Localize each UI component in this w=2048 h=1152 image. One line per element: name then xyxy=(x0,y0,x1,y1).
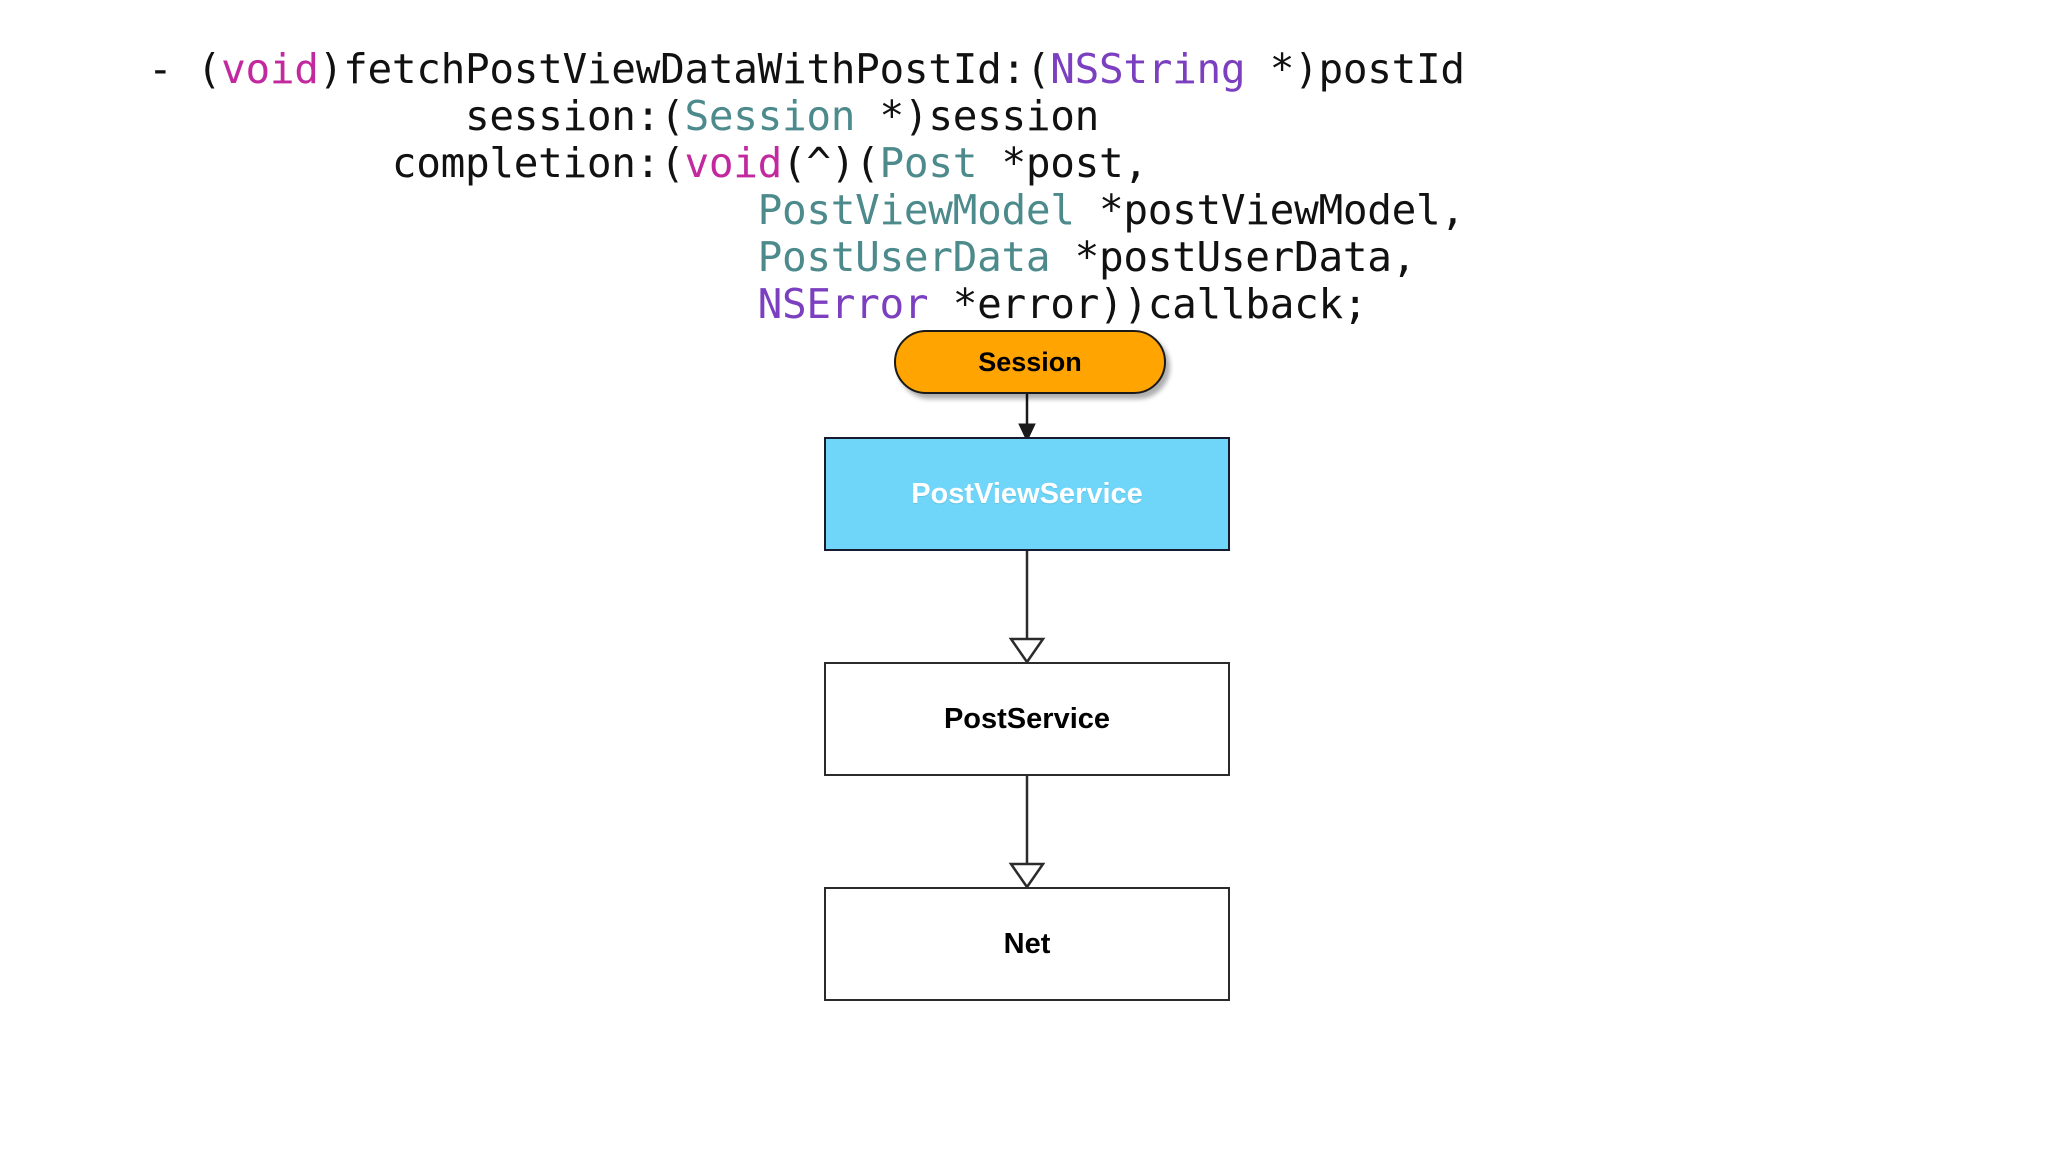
code-token-plain: *post, xyxy=(977,139,1148,187)
code-token-plain: - ( xyxy=(148,45,222,93)
code-token-framework: NSString xyxy=(1050,45,1246,93)
node-postservice[interactable]: PostService xyxy=(824,662,1230,776)
code-token-plain: *postViewModel, xyxy=(1074,186,1465,234)
node-net-label: Net xyxy=(1003,927,1051,960)
node-postviewservice[interactable]: PostViewService xyxy=(824,437,1230,551)
code-token-plain: session:( xyxy=(465,92,685,140)
code-line: session:(Session *)session xyxy=(148,93,1465,140)
node-postservice-label: PostService xyxy=(943,702,1111,735)
edge-postviewservice-to-postservice xyxy=(1008,551,1046,665)
code-token-plain: *error))callback; xyxy=(928,280,1368,328)
code-line: completion:(void(^)(Post *post, xyxy=(148,140,1465,187)
code-token-keyword: void xyxy=(221,45,319,93)
code-token-plain: *)postId xyxy=(1245,45,1465,93)
code-token-framework: NSError xyxy=(757,280,929,328)
code-token-plain: )fetchPostViewDataWithPostId:( xyxy=(318,45,1051,93)
code-token-class: Session xyxy=(684,92,856,140)
node-postviewservice-label: PostViewService xyxy=(911,477,1143,510)
node-session[interactable]: Session xyxy=(894,330,1166,394)
code-token-class: PostUserData xyxy=(757,233,1051,281)
code-token-class: PostViewModel xyxy=(757,186,1075,234)
node-net[interactable]: Net xyxy=(824,887,1230,1001)
code-token-class: Post xyxy=(879,139,978,187)
code-signature-block: - (void)fetchPostViewDataWithPostId:(NSS… xyxy=(148,46,1465,328)
edge-postservice-to-net xyxy=(1008,776,1046,890)
code-line: NSError *error))callback; xyxy=(148,281,1465,328)
code-token-plain: completion:( xyxy=(391,139,685,187)
node-session-label: Session xyxy=(978,346,1082,377)
code-token-plain: *postUserData, xyxy=(1050,233,1417,281)
code-line: PostViewModel *postViewModel, xyxy=(148,187,1465,234)
edge-session-to-postviewservice xyxy=(1018,394,1036,443)
code-token-plain: *)session xyxy=(855,92,1100,140)
code-token-plain: (^)( xyxy=(782,139,880,187)
code-line: - (void)fetchPostViewDataWithPostId:(NSS… xyxy=(148,46,1465,93)
code-line: PostUserData *postUserData, xyxy=(148,234,1465,281)
code-token-keyword: void xyxy=(684,139,782,187)
